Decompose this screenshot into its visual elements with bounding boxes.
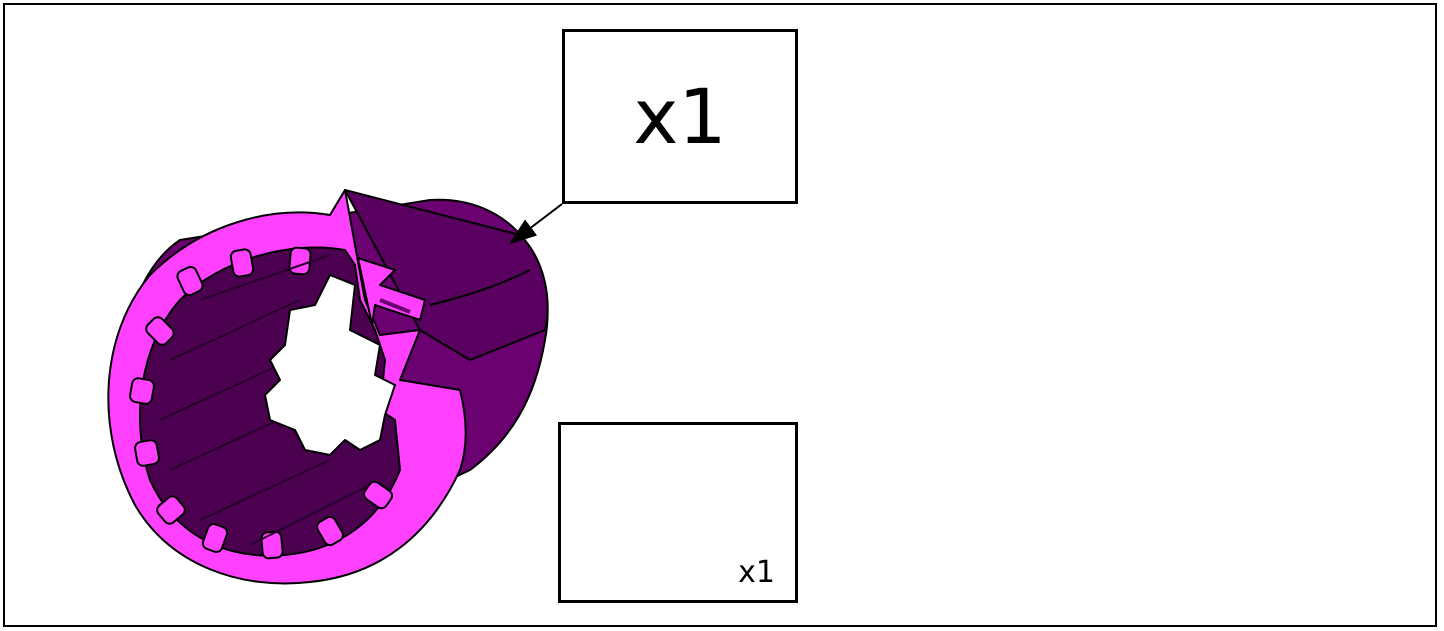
quantity-callout-label: x1 [633, 71, 727, 161]
grommet-opening [264, 274, 396, 456]
grommet-part [107, 189, 549, 585]
quantity-callout-box: x1 [562, 29, 798, 204]
grommet-arrow-emboss [357, 257, 426, 326]
grommet-split-line [429, 269, 531, 306]
cable-tie-quantity-label: x1 [738, 555, 775, 590]
leader-arrow [508, 203, 563, 245]
cable-tie-panel: x1 [558, 422, 798, 603]
grommet-ribs [129, 246, 394, 560]
